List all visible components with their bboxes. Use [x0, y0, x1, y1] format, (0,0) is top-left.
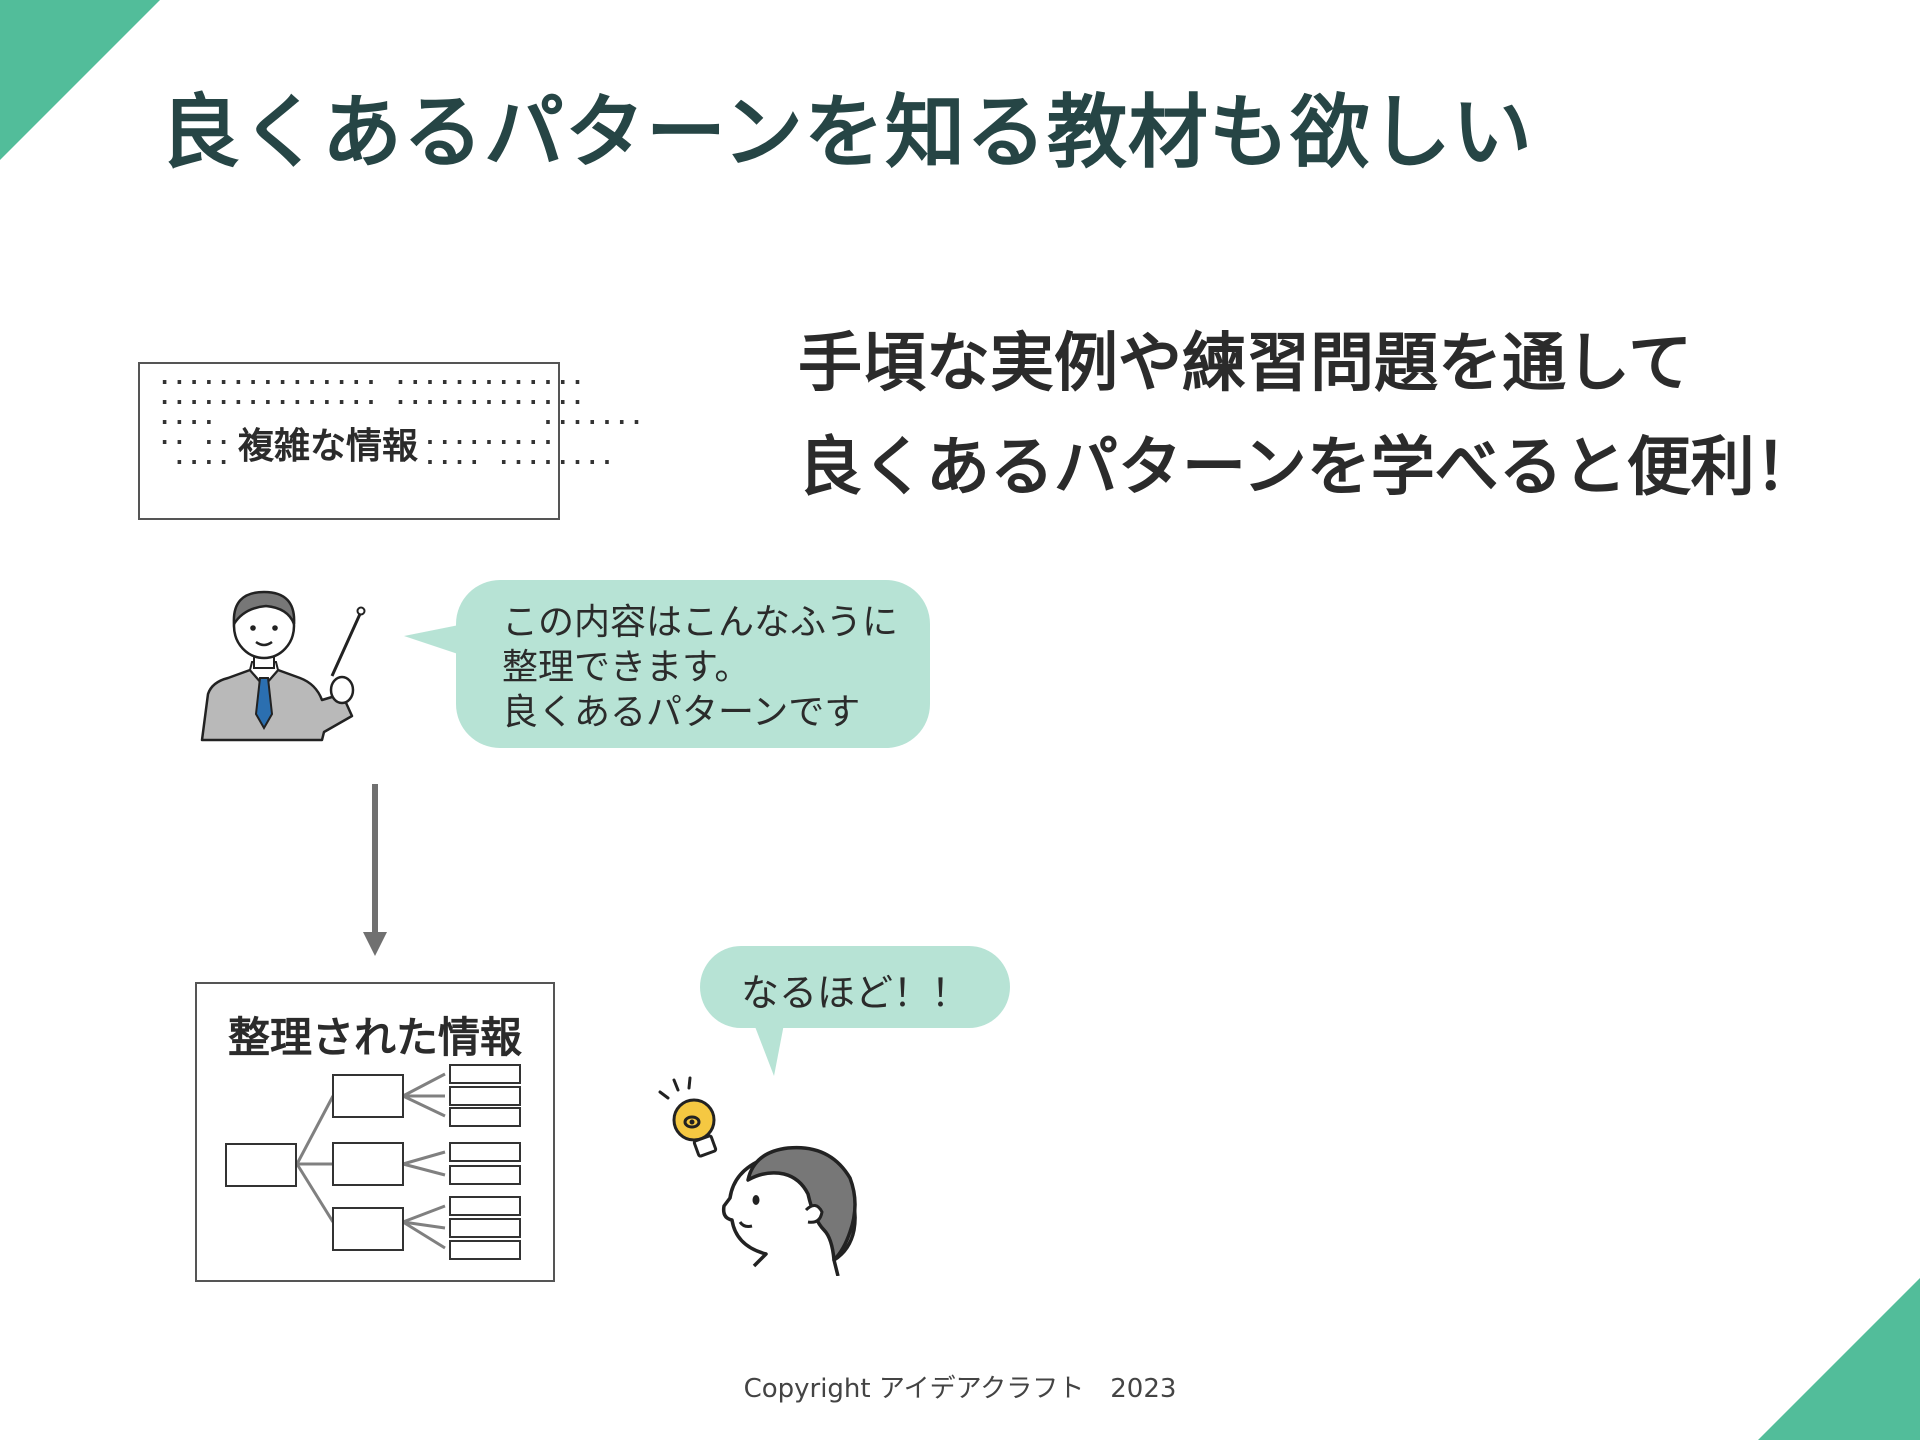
key-message-line-2: 良くあるパターンを学べると便利！: [798, 431, 1819, 505]
corner-triangle-bottom-right: [1758, 1278, 1920, 1440]
lightbulb-icon: [672, 1098, 716, 1142]
teacher-speech-line-2: 整理できます。: [502, 647, 751, 688]
copyright-footer: Copyright アイデアクラフト 2023: [743, 1374, 1177, 1404]
corner-triangle-top-left: [0, 0, 160, 160]
key-message-line-1: 手頃な実例や練習問題を通して: [798, 327, 1693, 401]
organized-info-box: 整理された情報: [195, 982, 555, 1282]
teacher-speech-line-3: 良くあるパターンです: [502, 692, 861, 733]
complex-info-label: 複雑な情報: [232, 417, 425, 469]
teacher-bubble-tail: [404, 624, 464, 656]
key-message: 手頃な実例や練習問題を通して 良くあるパターンを学べると便利！: [798, 312, 1819, 520]
down-arrow: [363, 784, 387, 956]
learner-illustration: [658, 1076, 857, 1276]
page-title: 良くあるパターンを知る教材も欲しい: [160, 86, 1533, 179]
teacher-speech-bubble: この内容はこんなふうに 整理できます。 良くあるパターンです: [456, 580, 930, 748]
learner-bubble-tail: [754, 1024, 784, 1076]
organized-info-label: 整理された情報: [227, 1013, 522, 1062]
tree-diagram: [225, 1064, 521, 1260]
learner-speech-text: なるほど！！: [740, 971, 969, 1015]
teacher-speech-text: この内容はこんなふうに 整理できます。 良くあるパターンです: [502, 600, 898, 735]
teacher-illustration: [200, 590, 366, 742]
complex-info-box: ··············· ············· ··········…: [138, 362, 643, 520]
learner-speech-bubble: なるほど！！: [700, 946, 1010, 1028]
teacher-speech-line-1: この内容はこんなふうに: [502, 602, 899, 643]
